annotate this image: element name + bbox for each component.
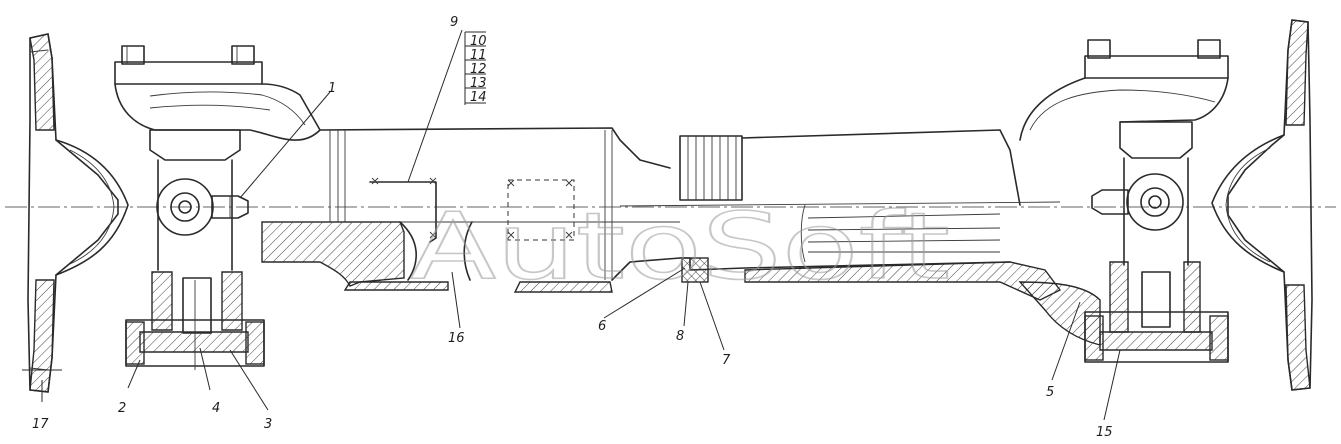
label-3: 3 — [264, 417, 272, 432]
label-6: 6 — [598, 319, 606, 334]
right-flange — [1211, 19, 1313, 391]
left-universal-joint — [114, 45, 321, 370]
label-2: 2 — [118, 401, 126, 416]
label-9: 9 — [450, 15, 458, 30]
label-13: 13 — [470, 76, 487, 91]
label-16: 16 — [448, 331, 465, 346]
label-10: 10 — [470, 34, 487, 49]
label-8: 8 — [676, 329, 684, 344]
label-5: 5 — [1046, 385, 1054, 400]
right-universal-joint — [1018, 39, 1229, 363]
label-1: 1 — [328, 81, 336, 96]
leader-lines — [22, 29, 1121, 421]
left-flange — [27, 33, 129, 393]
label-14: 14 — [470, 90, 487, 105]
label-15: 15 — [1096, 425, 1113, 440]
label-4: 4 — [212, 401, 220, 416]
label-7: 7 — [722, 353, 731, 368]
splined-shaft — [619, 129, 1062, 301]
label-12: 12 — [470, 62, 487, 77]
label-11: 11 — [470, 48, 487, 63]
left-tube — [261, 127, 681, 293]
part-labels: 1 2 3 4 5 6 7 8 9 10 11 12 13 14 15 16 1… — [32, 15, 1113, 440]
label-17: 17 — [32, 417, 49, 432]
watermark: AutoSoft — [410, 193, 950, 300]
